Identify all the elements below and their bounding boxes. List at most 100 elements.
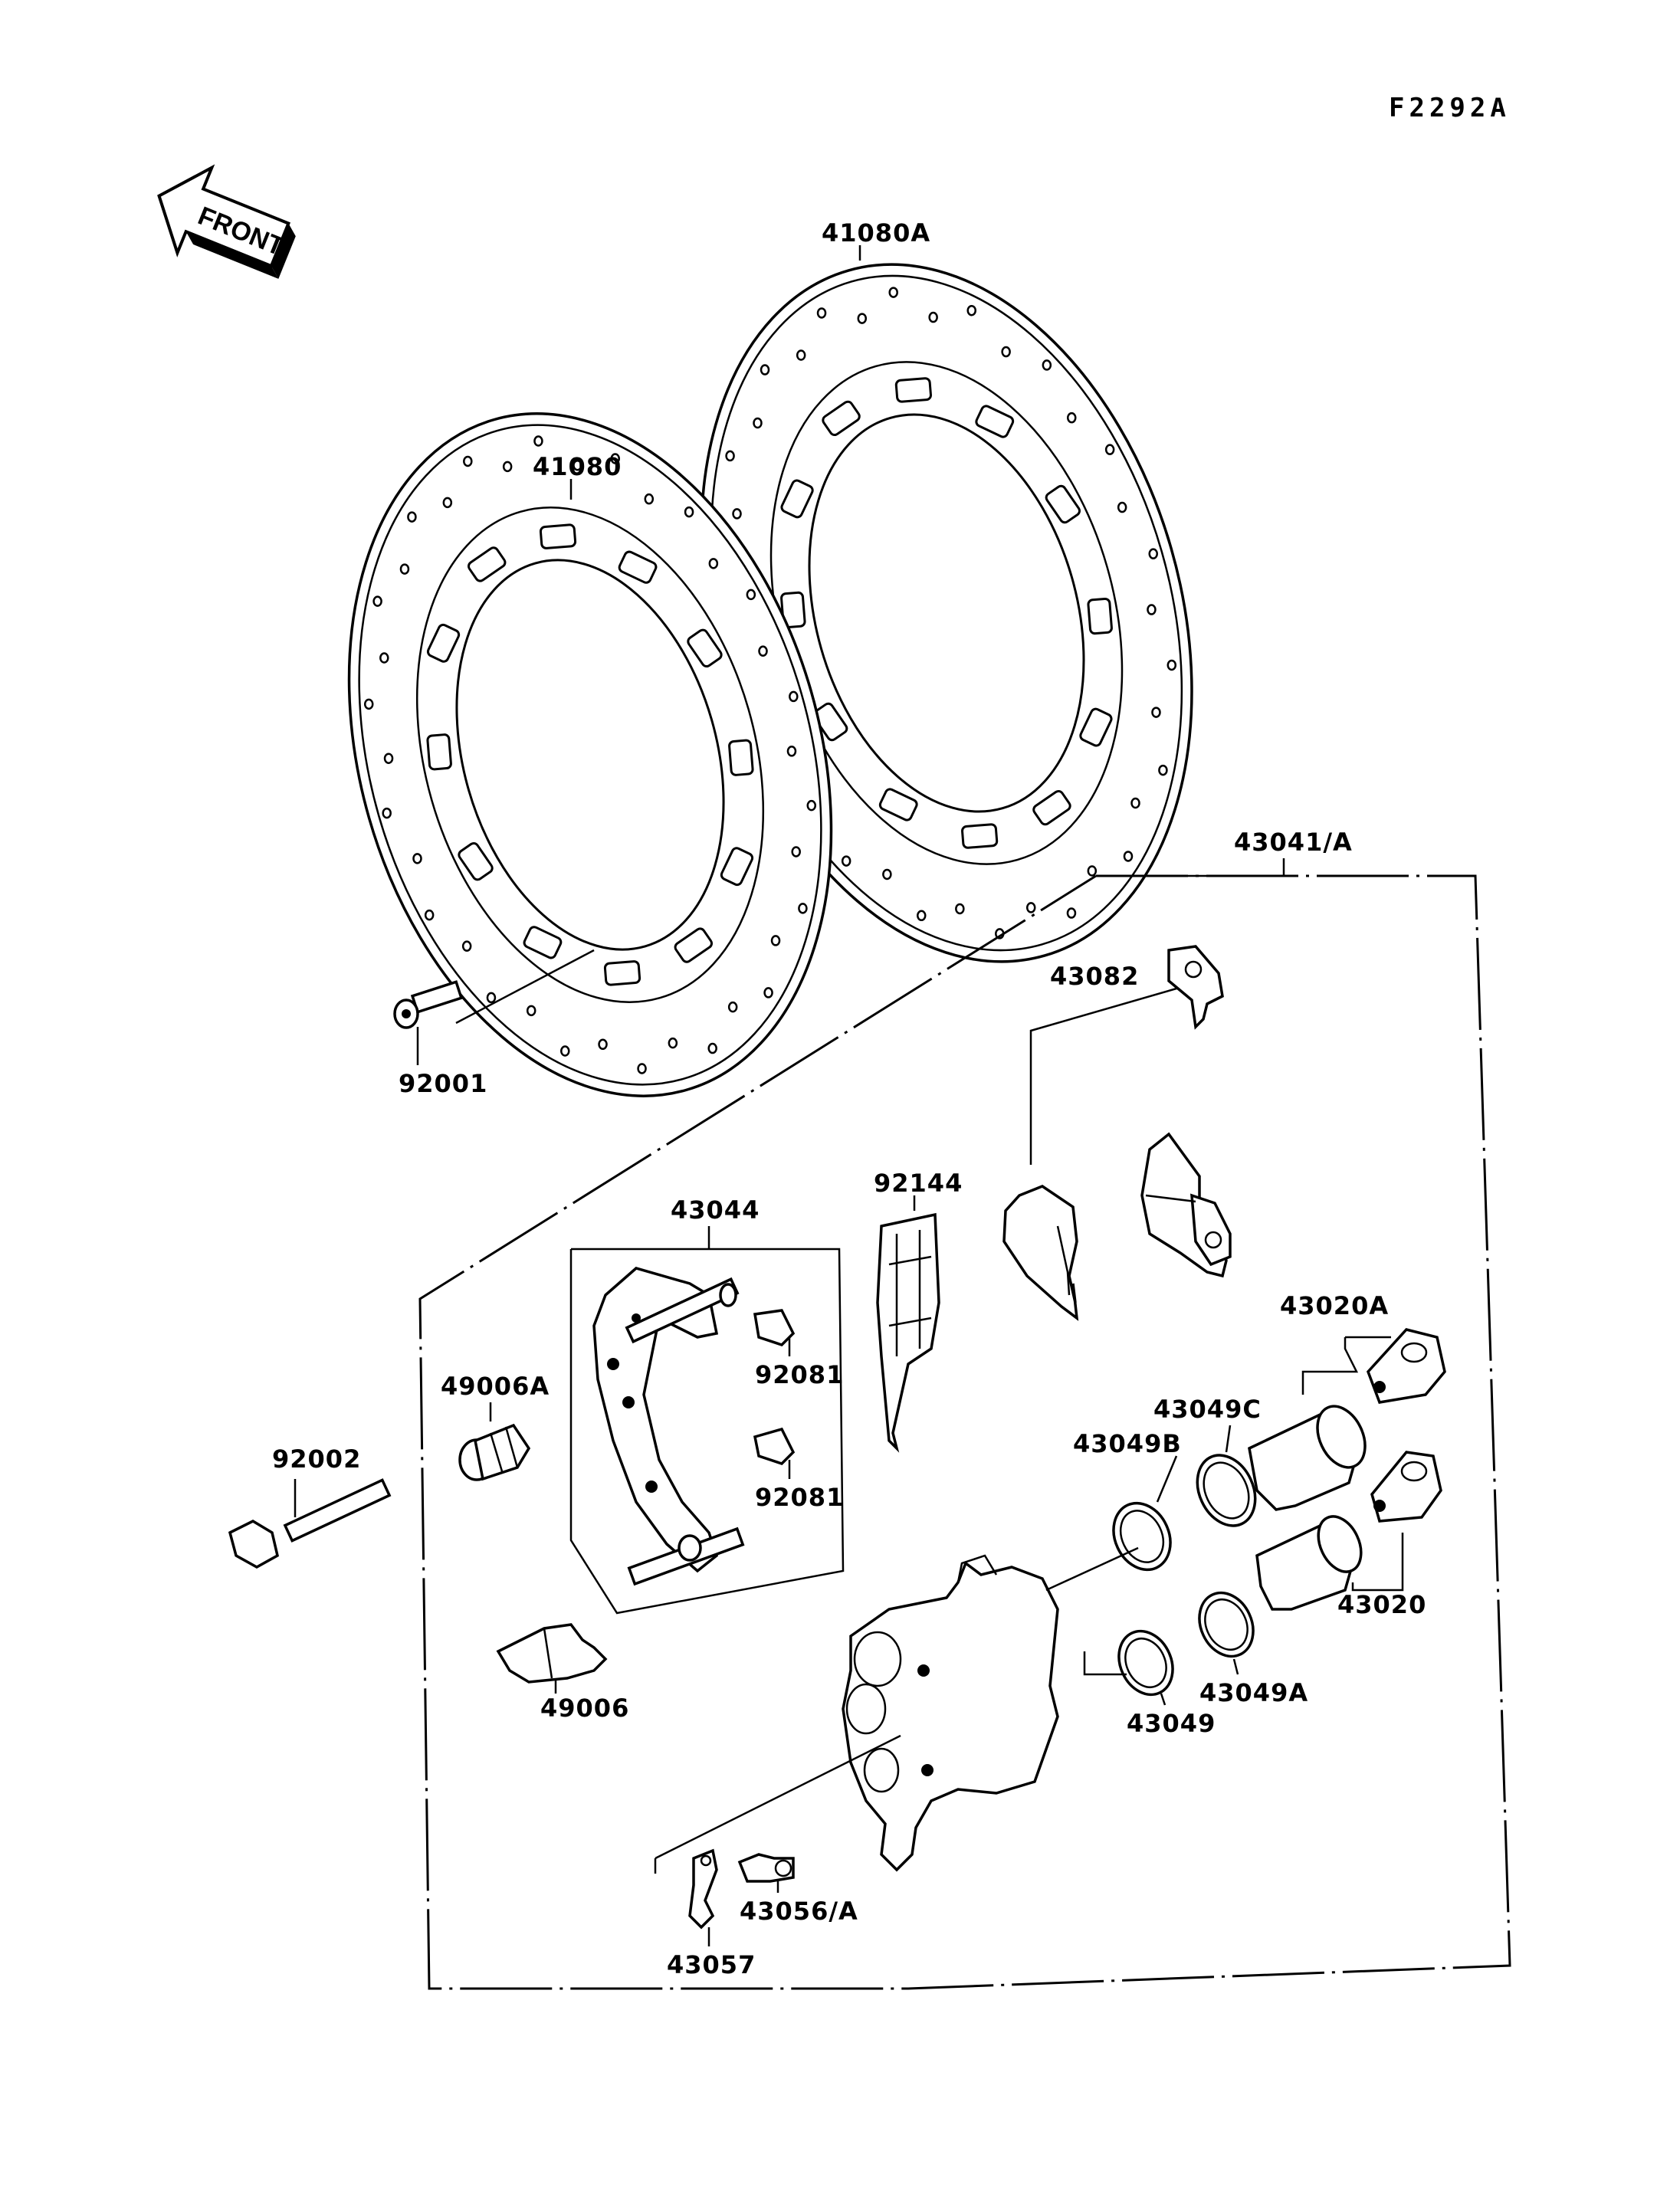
piston-cap-large [1366, 1328, 1446, 1404]
label-92081-lower: 92081 [755, 1483, 844, 1512]
disc-slot [1087, 598, 1113, 635]
disc-hole [533, 435, 543, 447]
mount-bolt [228, 1478, 392, 1569]
disc-hole [363, 698, 374, 710]
disc-slot [822, 400, 861, 437]
label-43041A: 43041/A [1234, 828, 1353, 857]
disc-hole [424, 909, 435, 921]
disc-slot [539, 523, 577, 549]
leader-43049C [1225, 1425, 1232, 1453]
disc-hole [758, 645, 768, 657]
disc-hole [1087, 865, 1098, 877]
disc-slot [1045, 484, 1081, 524]
disc-hole [789, 690, 799, 703]
disc-slot [961, 823, 999, 849]
disc-hole [637, 1063, 647, 1074]
disc-hole [1123, 851, 1134, 862]
label-43082: 43082 [1050, 962, 1139, 991]
disc-slot [878, 788, 918, 821]
leader-43049 [1160, 1693, 1166, 1706]
disc-hole [928, 311, 938, 323]
disc-hole [526, 1005, 536, 1017]
disc-hole [917, 910, 927, 922]
disc-slot [894, 377, 932, 403]
disc-hole [379, 652, 389, 664]
disc-hole [1117, 501, 1127, 513]
disc-slot [720, 847, 754, 887]
seal-axis-lower [1083, 1651, 1127, 1676]
disc-hole [598, 1038, 608, 1051]
disc-hole [1148, 548, 1158, 559]
label-92081-upper: 92081 [755, 1360, 844, 1389]
disc-hole [684, 506, 694, 518]
disc-hole [707, 1042, 717, 1054]
disc-hole [882, 868, 892, 880]
disc-slot [618, 550, 658, 584]
leader-43049A [1232, 1658, 1239, 1675]
disc-hole [399, 563, 410, 575]
label-49006A: 49006A [441, 1372, 550, 1401]
disc-hole [412, 853, 422, 864]
disc-hole [770, 935, 781, 946]
disc-hole [841, 855, 851, 867]
label-92001: 92001 [399, 1069, 487, 1098]
disc-hole [1104, 444, 1115, 455]
disc-hole [610, 453, 620, 464]
brake-pad-left [1002, 1185, 1079, 1321]
seal-43049 [1117, 1629, 1174, 1697]
label-43044: 43044 [671, 1195, 760, 1225]
label-92144: 92144 [874, 1169, 963, 1198]
clip-upper [753, 1309, 796, 1347]
disc-hole [502, 461, 513, 473]
disc-hole [760, 364, 770, 375]
disc-hole [372, 595, 382, 607]
disc-hole [753, 417, 763, 429]
caliper-bracket [592, 1267, 745, 1586]
disc-hole [1066, 412, 1077, 424]
leader-bleeder-line [655, 1734, 901, 1860]
disc-hole [1042, 359, 1052, 371]
disc-hole [725, 450, 735, 462]
disc-hole [1130, 797, 1140, 809]
seal-43049B [1112, 1501, 1172, 1572]
disc-hole [383, 753, 394, 764]
clip-lower [753, 1427, 796, 1466]
label-43049: 43049 [1127, 1709, 1216, 1738]
seal-axis-upper [1045, 1546, 1139, 1592]
disc-hole [746, 589, 756, 601]
disc-slot [426, 733, 452, 771]
disc-hole [732, 508, 742, 520]
label-41080: 41080 [533, 452, 622, 481]
caliper-body [842, 1554, 1059, 1872]
seal-43049A [1198, 1591, 1255, 1658]
disc-hole [1001, 346, 1011, 358]
disc-slot [1032, 789, 1071, 826]
disc-slot [687, 628, 723, 668]
disc-hole [382, 807, 392, 819]
boot [458, 1423, 531, 1481]
piston-small [1255, 1515, 1363, 1611]
disc-hole [668, 1037, 678, 1049]
disc-hole [461, 940, 472, 952]
disc-slot [1079, 707, 1113, 747]
disc-slot [603, 960, 641, 986]
disc-hole [816, 307, 827, 319]
leader-43020 [1351, 1533, 1404, 1592]
leader-43082 [1029, 964, 1178, 1165]
disc-hole [463, 455, 473, 467]
disc-hole [806, 799, 817, 812]
disc-hole [796, 349, 806, 361]
label-43049B: 43049B [1073, 1429, 1182, 1458]
disc-hole [1151, 707, 1161, 718]
leader-43020A [1301, 1337, 1359, 1395]
piston-cap-small [1370, 1451, 1442, 1523]
disc-hole [763, 987, 773, 998]
disc-slot [523, 926, 563, 959]
label-43057: 43057 [667, 1950, 756, 1979]
disc-hole [1066, 907, 1077, 919]
label-43020: 43020 [1337, 1590, 1426, 1619]
pad-spring [876, 1212, 940, 1453]
caliper-assy-outline [418, 874, 1511, 1990]
disc-slot [780, 479, 814, 519]
disc-slot [458, 841, 494, 881]
